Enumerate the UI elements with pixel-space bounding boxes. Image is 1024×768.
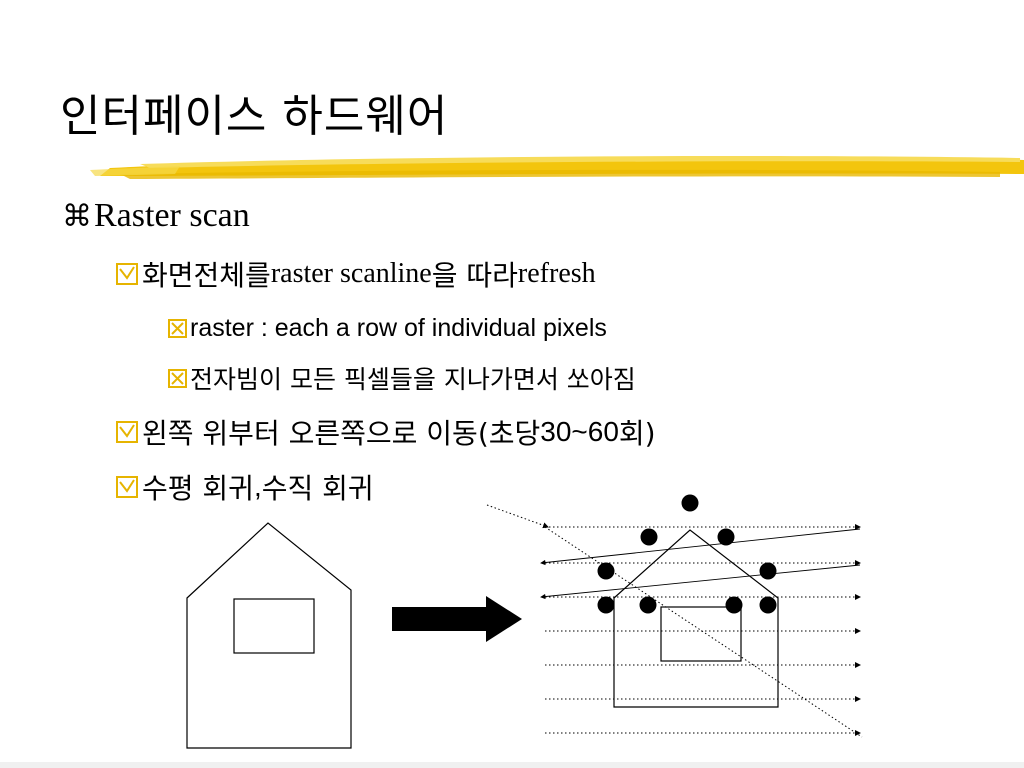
bullet-refresh: 화면전체를 raster scanline 을 따라 refresh: [116, 254, 596, 294]
bullet-text-comma: ,: [253, 471, 262, 502]
pixel-dots: [597, 494, 777, 614]
bullet-scan-direction: 왼쪽 위부터 오른쪽으로 이동(초당 30~60 회): [116, 410, 656, 454]
bullet-text-num: 30~60: [540, 416, 619, 447]
conversion-arrow-icon: [392, 596, 522, 642]
scan-lines: [545, 524, 861, 736]
bullet-text-kr2: 수직 회귀: [261, 472, 374, 505]
x-checkbox-bullet-icon: [168, 318, 187, 338]
title-underline-brush: [90, 156, 1024, 179]
bullet-text-kr: 수평 회귀: [142, 472, 254, 505]
horizontal-retrace-lines: [540, 528, 861, 600]
command-bullet-icon: ⌘: [62, 198, 92, 234]
bullet-text-kr2: 회): [618, 417, 656, 450]
bullet-raster-definition: raster : each a row of individual pixels: [168, 311, 607, 345]
bullet-text-kr: 왼쪽 위부터 오른쪽으로 이동(초당: [142, 417, 541, 450]
bullet-text-kr: 화면전체를: [142, 259, 271, 292]
vector-house: [186, 522, 352, 749]
checkbox-bullet-icon: [116, 476, 138, 498]
bullet-text-kr2: 을 따라: [431, 259, 518, 292]
bullet-retrace: 수평 회귀 , 수직 회귀: [116, 465, 374, 509]
checkbox-bullet-icon: [116, 263, 138, 285]
bullet-text: Raster scan: [94, 197, 250, 234]
footer-strip: [0, 762, 1024, 768]
bullet-text: 전자빔이 모든 픽셀들을 지나가면서 쏘아짐: [190, 365, 636, 394]
raster-house: [613, 529, 779, 708]
bullet-text: raster : each a row of individual pixels: [190, 313, 607, 342]
vertical-retrace-line: [486, 504, 863, 738]
bullet-electron-beam: 전자빔이 모든 픽셀들을 지나가면서 쏘아짐: [168, 361, 636, 395]
slide-title: 인터페이스 하드웨어: [60, 91, 449, 142]
bullet-text-en: raster scanline: [270, 258, 432, 289]
x-checkbox-bullet-icon: [168, 368, 187, 388]
bullet-raster-scan: ⌘ Raster scan: [62, 194, 250, 238]
bullet-text-en2: refresh: [517, 258, 596, 289]
checkbox-bullet-icon: [116, 421, 138, 443]
